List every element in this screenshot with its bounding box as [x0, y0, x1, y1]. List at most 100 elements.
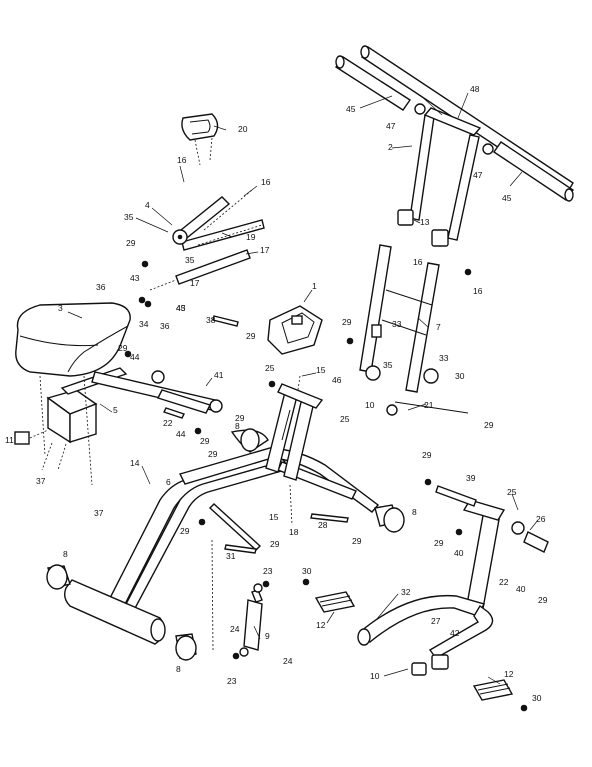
callout-c42: 42	[450, 628, 460, 638]
callout-c29f: 29	[200, 436, 210, 446]
callout-c25b: 25	[340, 414, 350, 424]
callout-c30b: 30	[302, 566, 312, 576]
callout-c23a: 23	[263, 566, 273, 576]
callout-c24a: 24	[230, 624, 240, 634]
callout-c29e: 29	[208, 449, 218, 459]
callout-c45a: 45	[346, 104, 356, 114]
callout-c16d: 16	[473, 286, 483, 296]
callout-c15b: 15	[269, 512, 279, 522]
callout-c29l: 29	[434, 538, 444, 548]
callout-c29a: 29	[126, 238, 136, 248]
callout-c5: 5	[113, 405, 118, 415]
callout-c16c: 16	[413, 257, 423, 267]
callout-c8c: 8	[235, 421, 240, 431]
callout-c34: 34	[139, 319, 149, 329]
lever-arms	[149, 189, 265, 291]
callout-c29j: 29	[270, 539, 280, 549]
callout-c29n: 29	[235, 413, 245, 423]
leader-lines	[67, 92, 539, 685]
callout-c16b: 16	[261, 177, 271, 187]
callout-c6a: 6	[166, 477, 171, 487]
callout-c40b: 40	[516, 584, 526, 594]
callout-c25a: 25	[265, 363, 275, 373]
part-callouts: 12 3 45 6 7 8 8 8 8 9 10 10 11 12 1 21 31 41 5 15 16 16 16 16 17…	[5, 84, 548, 703]
callout-c25c: 25	[507, 487, 517, 497]
callout-c3: 3	[58, 303, 63, 313]
callout-c1: 1	[312, 281, 317, 291]
callout-c36a: 36	[96, 282, 106, 292]
callout-c24b: 24	[283, 656, 293, 666]
pedal-crank-frame	[357, 499, 549, 676]
callout-c10a: 10	[365, 400, 375, 410]
callout-c29k: 29	[352, 536, 362, 546]
callout-c47b: 47	[473, 170, 483, 180]
callout-c8d: 8	[412, 507, 417, 517]
callout-c48: 48	[470, 84, 480, 94]
callout-c2: 2	[388, 142, 393, 152]
callout-c10b: 10	[370, 671, 380, 681]
callout-c12b: 12	[504, 669, 514, 679]
callout-c8b: 8	[176, 664, 181, 674]
callout-c9: 9	[265, 631, 270, 641]
callout-c44b: 44	[176, 429, 186, 439]
callout-c35a: 35	[124, 212, 134, 222]
callout-c39: 39	[466, 473, 476, 483]
callout-c20: 20	[238, 124, 248, 134]
callout-c16a: 16	[177, 155, 187, 165]
callout-c40a: 40	[454, 548, 464, 558]
callout-c37b: 37	[94, 508, 104, 518]
callout-c29d: 29	[342, 317, 352, 327]
callout-c11: 11	[5, 435, 14, 445]
callout-c22a: 22	[163, 418, 173, 428]
callout-c31: 31	[226, 551, 236, 561]
clamp	[181, 113, 219, 166]
callout-c14: 14	[130, 458, 140, 468]
callout-c33a: 33	[392, 319, 402, 329]
callout-c23b: 23	[227, 676, 237, 686]
arm-bars	[335, 45, 574, 247]
callout-c29i: 29	[180, 526, 190, 536]
seat-carriage	[14, 367, 223, 486]
callout-c17a: 17	[260, 245, 270, 255]
callout-c26: 26	[536, 514, 546, 524]
callout-c36b: 36	[160, 321, 170, 331]
callout-c43b: 43	[176, 303, 186, 313]
callout-c8a: 8	[63, 549, 68, 559]
callout-c45c: 45	[176, 303, 186, 313]
shock-absorber	[211, 539, 263, 657]
callout-c12a: 12	[316, 620, 326, 630]
callout-c32: 32	[401, 587, 411, 597]
callout-c45b: 45	[502, 193, 512, 203]
callout-c47a: 47	[386, 121, 396, 131]
monitor	[267, 305, 323, 355]
hardware-rods	[163, 315, 477, 554]
callout-c44a: 44	[130, 352, 140, 362]
callout-c19: 19	[246, 232, 256, 242]
callout-c41: 41	[214, 370, 224, 380]
callout-c35c: 35	[383, 360, 393, 370]
callout-c7: 7	[436, 322, 441, 332]
callout-c4: 4	[145, 200, 150, 210]
callout-c38: 38	[206, 315, 216, 325]
callout-c18: 18	[289, 527, 299, 537]
upright-frame	[359, 244, 469, 416]
callout-c29b: 29	[118, 343, 128, 353]
callout-c29m: 29	[538, 595, 548, 605]
center-column	[265, 375, 324, 526]
callout-c29h: 29	[422, 450, 432, 460]
seat	[15, 302, 131, 377]
callout-c29c: 29	[246, 331, 256, 341]
callout-c37a: 37	[36, 476, 46, 486]
pedals	[314, 591, 514, 701]
callout-c30c: 30	[532, 693, 542, 703]
callout-c29g: 29	[484, 420, 494, 430]
callout-c30a: 30	[455, 371, 465, 381]
callout-c35b: 35	[185, 255, 195, 265]
fasteners	[124, 260, 528, 712]
callout-c17b: 17	[190, 278, 200, 288]
callout-c21: 21	[424, 400, 434, 410]
callout-c46: 46	[332, 375, 342, 385]
callout-c43a: 43	[130, 273, 140, 283]
callout-c28: 28	[318, 520, 328, 530]
